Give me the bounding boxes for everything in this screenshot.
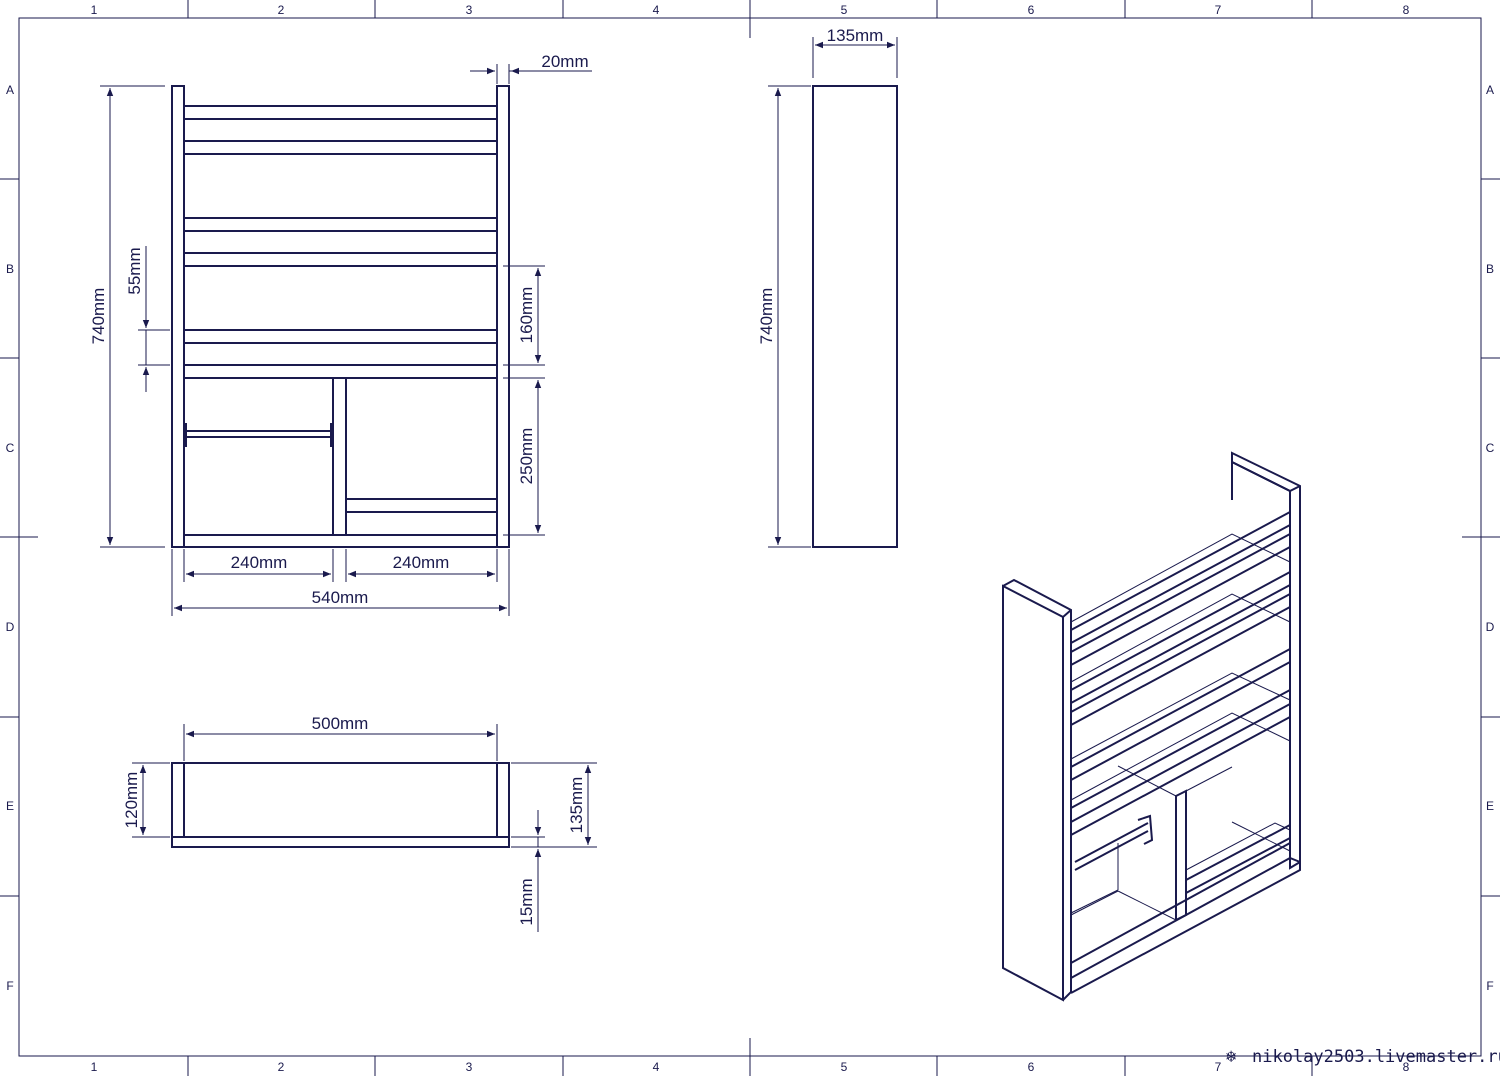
dim-panel-thickness: 20mm [541,52,588,71]
grid-row-label: E [6,799,14,813]
grid-col-label: 7 [1215,1060,1222,1074]
grid-row-label: C [1486,441,1495,455]
watermark: ❄ nikolay2503.livemaster.ru [1226,1047,1500,1067]
dim-top-total-depth: 135mm [567,777,586,834]
dim-left-compartment: 240mm [231,553,288,572]
grid-col-label: 7 [1215,3,1222,17]
grid-col-label: 6 [1028,3,1035,17]
dim-top-board-thickness: 15mm [517,878,536,925]
grid-row-label: A [6,83,14,97]
grid-row-label: B [1486,262,1494,276]
dim-side-height: 740mm [757,288,776,345]
grid-col-label: 8 [1403,1060,1410,1074]
dim-front-height: 740mm [89,288,108,345]
grid-col-label: 5 [841,1060,848,1074]
grid-row-label: D [6,620,15,634]
grid-col-label: 8 [1403,3,1410,17]
dim-lower-section: 250mm [517,428,536,485]
side-dimensions: 135mm 740mm [757,26,898,548]
grid-col-label: 2 [278,3,285,17]
grid-row-label: B [6,262,14,276]
grid-row-label: C [6,441,15,455]
top-view [171,762,510,848]
grid-col-label: 5 [841,3,848,17]
dim-right-compartment: 240mm [393,553,450,572]
dim-side-depth: 135mm [827,26,884,45]
grid-col-label: 1 [91,3,98,17]
front-dimensions: 740mm 20mm 55mm 160mm 250mm 240mm [89,52,592,616]
dim-top-inner-width: 500mm [312,714,369,733]
grid-row-label: A [1486,83,1494,97]
grid-col-label: 2 [278,1060,285,1074]
grid-col-label: 3 [466,3,473,17]
grid-col-label: 1 [91,1060,98,1074]
grid-row-label: F [6,979,13,993]
grid-col-label: 4 [653,3,660,17]
isometric-view [1002,451,1301,1002]
grid-col-label: 6 [1028,1060,1035,1074]
watermark-snowflake-icon: ❄ [1226,1047,1237,1067]
grid-col-label: 3 [466,1060,473,1074]
dim-top-inner-depth: 120mm [122,772,141,829]
grid-row-label: E [1486,799,1494,813]
front-view [171,85,510,548]
dim-rail-gap: 55mm [125,247,144,294]
grid-row-label: D [1486,620,1495,634]
dim-front-width: 540mm [312,588,369,607]
dim-shelf-pitch: 160mm [517,287,536,344]
grid-col-label: 4 [653,1060,660,1074]
side-view [812,85,898,548]
watermark-text: nikolay2503.livemaster.ru [1252,1047,1500,1067]
grid-row-label: F [1486,979,1493,993]
top-dimensions: 500mm 120mm 135mm 15mm [122,714,597,932]
